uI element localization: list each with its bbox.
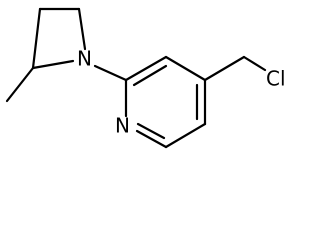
bond-c6-n-inner	[136, 122, 166, 140]
azetidine-nitrogen-label: N	[77, 47, 92, 71]
chlorine-label: Cl	[266, 67, 286, 91]
bond-c2-c3-inner	[132, 64, 168, 87]
bond-c6-n	[135, 129, 168, 149]
bond-c3-c4	[164, 55, 207, 82]
bond-c4-ch2	[203, 55, 246, 82]
bond-c2-n	[77, 7, 87, 51]
bond-methyl	[5, 66, 35, 103]
bond-c5-c6	[164, 122, 207, 149]
pyridine-nitrogen-label: N	[115, 114, 130, 138]
bond-c3-c1	[31, 7, 42, 70]
pyridine-ring	[124, 55, 207, 149]
bond-c2-c3	[124, 55, 168, 82]
bond-n-pyridine	[93, 64, 128, 82]
chemical-structure-drawing: N N Cl	[5, 7, 286, 149]
azetidine-ring	[31, 7, 87, 70]
bond-ch2-cl	[242, 55, 267, 72]
bond-n-c3	[31, 59, 75, 70]
